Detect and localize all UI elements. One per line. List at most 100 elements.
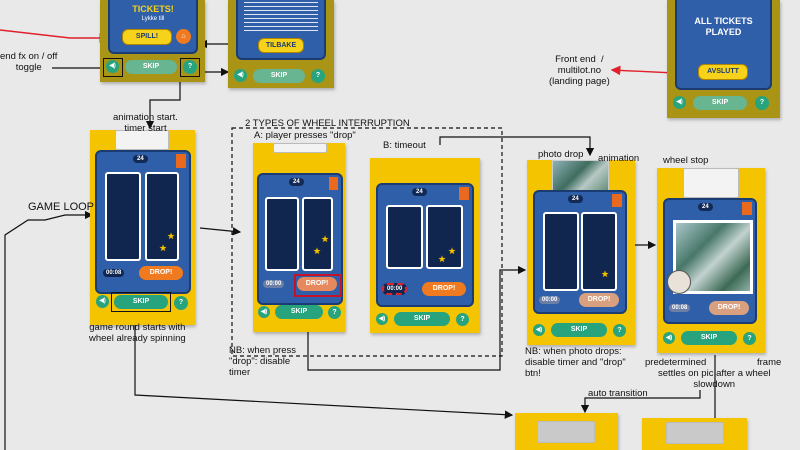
cabinet-accent-2 [329, 177, 338, 190]
skip-button-2[interactable]: SKIP [253, 69, 305, 83]
label-front-end: Front end / multilot.no (landing page) [549, 54, 610, 87]
drop-button-5[interactable]: DROP! [709, 301, 749, 315]
label-auto-transition: auto transition [588, 388, 648, 399]
skip-button[interactable]: SKIP [125, 60, 177, 74]
label-wheel-stop: wheel stop [663, 155, 709, 166]
label-interruption: 2 TYPES OF WHEEL INTERRUPTION [245, 118, 410, 129]
help-icon-3[interactable]: ? [755, 96, 769, 110]
star-1: ★ [167, 231, 176, 241]
help-highlight [180, 58, 200, 77]
skip-down [134, 305, 514, 419]
screen-photo-drop: 24 ★ 00:00 DROP! ◀) SKIP ? [527, 160, 635, 345]
help-icon-5[interactable]: ? [328, 306, 341, 319]
reel-left-2 [265, 197, 299, 271]
coin-counter-3: 24 [412, 188, 427, 196]
screen-info: TILBAKE ◀) SKIP ? [228, 0, 334, 88]
label-animation: animation [598, 153, 640, 164]
help-icon-2[interactable]: ? [311, 69, 325, 83]
sound-icon-8[interactable]: ◀) [663, 332, 675, 344]
sound-icon-2[interactable]: ◀) [234, 69, 247, 82]
skip-button-5[interactable]: SKIP [275, 305, 323, 319]
label-predetermined-a: predetermined [645, 357, 707, 368]
screen-bottom-1 [515, 413, 618, 450]
cabinet-accent-4 [612, 194, 622, 207]
drop-highlight [294, 274, 342, 297]
help-icon-7[interactable]: ? [613, 324, 626, 337]
reel-right [145, 172, 179, 261]
reel-right-3 [426, 205, 463, 269]
screen-player-drop: 24 ★ ★ 00:00 DROP! ◀) SKIP ? [253, 143, 345, 332]
cabinet-2: 24 ★ ★ 00:00 DROP! [257, 173, 343, 305]
tilbake-button[interactable]: TILBAKE [258, 38, 304, 53]
skip-button-7[interactable]: SKIP [551, 323, 607, 337]
cabinet-5: 24 00:08 DROP! [663, 198, 757, 324]
sound-icon-4[interactable]: ◀) [96, 295, 109, 308]
cabinet-3: 24 ★ ★ 00:00 DROP! [376, 183, 474, 307]
to-photo-arrow [439, 136, 595, 157]
ticket-paper [115, 130, 169, 150]
help-icon-6[interactable]: ? [456, 313, 469, 326]
avslutt-button[interactable]: AVSLUTT [698, 64, 748, 80]
star-7: ★ [601, 269, 610, 279]
ticket-paper-5 [683, 168, 739, 198]
timer-5: 00:08 [669, 304, 691, 312]
label-nb-photo: NB: when photo drops: disable timer and … [525, 346, 626, 379]
bottom-paper-2 [666, 422, 724, 444]
label-predetermined-b: frame [757, 357, 782, 368]
skip-button-4[interactable]: SKIP [114, 295, 168, 309]
home-icon[interactable]: ⌂ [176, 29, 191, 44]
label-player-presses: A: player presses "drop" [254, 130, 356, 141]
help-icon-8[interactable]: ? [743, 332, 756, 345]
drop-button-2[interactable]: DROP! [297, 277, 337, 291]
coin-counter-2: 24 [289, 178, 304, 186]
lykke-text: Lykke till [141, 16, 165, 22]
cabinet-accent-5 [742, 202, 752, 215]
sound-icon-7[interactable]: ◀) [533, 324, 545, 336]
star-3: ★ [321, 234, 330, 244]
sound-icon-6[interactable]: ◀) [376, 313, 388, 325]
timer-3: 00:00 [382, 283, 408, 295]
ticket-paper-2 [273, 143, 327, 153]
tickets-panel: TICKETS! Lykke till SPILL! ⌂ [108, 0, 198, 54]
sound-icon-3[interactable]: ◀) [673, 96, 686, 109]
cabinet: 24 ★ ★ 00:08 DROP! [95, 150, 191, 294]
sound-highlight [103, 58, 123, 77]
bottom-paper-1 [537, 421, 595, 443]
reel-left-4 [543, 212, 579, 291]
label-round-starts: game round starts with wheel already spi… [89, 322, 186, 344]
skip-button-3[interactable]: SKIP [693, 96, 747, 110]
help-icon-4[interactable]: ? [174, 296, 188, 310]
all-tickets-text: ALL TICKETS PLAYED [694, 16, 753, 37]
screen-game-start: 24 ★ ★ 00:08 DROP! ◀) SKIP ? [90, 130, 195, 325]
drop-button[interactable]: DROP! [139, 266, 183, 280]
label-anim-start: animation start. timer start [113, 112, 178, 134]
coin-counter-4: 24 [568, 195, 583, 203]
drop-button-4[interactable]: DROP! [579, 293, 619, 307]
reel-left [105, 172, 141, 261]
skip-button-8[interactable]: SKIP [681, 331, 737, 345]
info-text [244, 2, 318, 32]
sound-icon[interactable]: ◀) [106, 60, 119, 73]
coin-counter-5: 24 [698, 203, 713, 211]
screen-tickets: TICKETS! Lykke till SPILL! ⌂ ◀) SKIP ? [100, 0, 205, 82]
drop-to-photo [307, 265, 527, 371]
skip-highlight [111, 292, 171, 312]
star-4: ★ [313, 246, 322, 256]
skip-button-6[interactable]: SKIP [394, 312, 450, 326]
timer-2: 00:00 [263, 280, 285, 288]
label-settles: settles on pic after a wheel slowdown [658, 368, 771, 390]
help-icon[interactable]: ? [183, 60, 197, 74]
reel-left-3 [386, 205, 423, 269]
game-loop-line [4, 210, 94, 450]
cabinet-accent-3 [459, 187, 469, 200]
drop-button-3[interactable]: DROP! [422, 282, 466, 296]
coin-counter: 24 [133, 155, 148, 163]
tickets-heading: TICKETS! [132, 4, 174, 14]
interruption-box [231, 127, 503, 357]
reel-right-4 [581, 212, 617, 291]
reel-right-2 [302, 197, 333, 271]
spill-button[interactable]: SPILL! [122, 29, 172, 45]
red-line-top [0, 29, 110, 43]
sound-icon-5[interactable]: ◀) [258, 306, 270, 318]
